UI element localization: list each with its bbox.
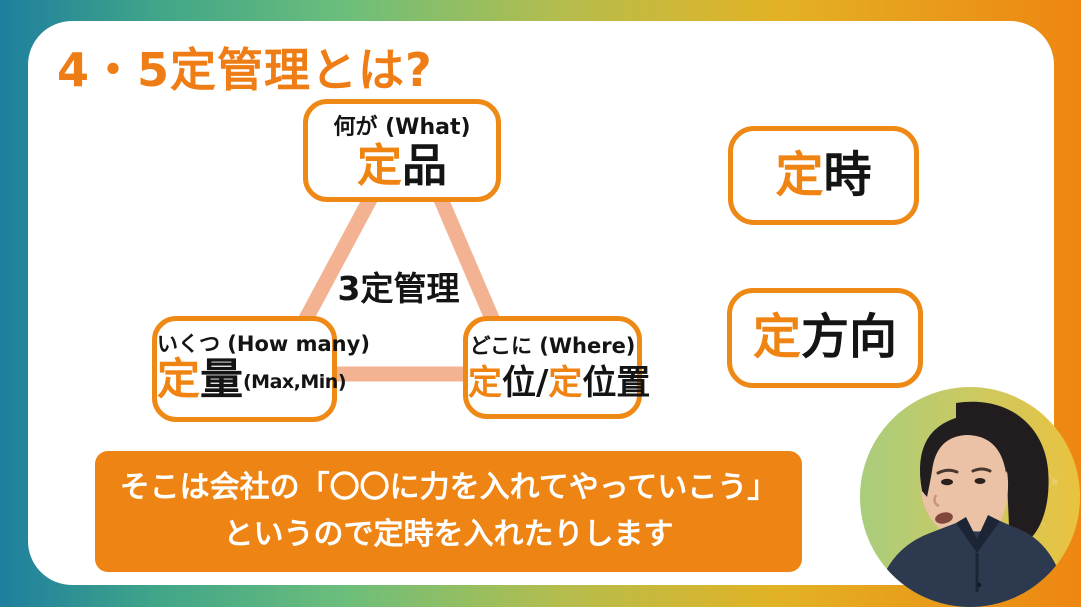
page-title: 4・5定管理とは? <box>57 43 433 97</box>
side-term-direction: 定方向 <box>752 309 898 366</box>
presenter-button <box>976 582 982 588</box>
node-what-box: 何が (What) 定品 <box>303 99 501 202</box>
triangle-center-label: 3定管理 <box>337 269 460 308</box>
subtitle-line-1: そこは会社の「〇〇に力を入れてやっていこう」 <box>119 470 778 505</box>
triangle-edge-right <box>430 187 504 333</box>
node-howmany-box: いくつ (How many) 定量(Max,Min) <box>152 316 370 422</box>
node-howmany-term: 定量(Max,Min) <box>157 355 347 406</box>
side-term-time: 定時 <box>775 146 872 203</box>
presenter-face-features <box>933 467 992 524</box>
node-howmany-note: (Max,Min) <box>243 371 347 394</box>
presenter-hair-front <box>919 414 1016 497</box>
node-where-box: どこに (Where) 定位/定位置 <box>463 316 651 419</box>
presenter-photo <box>860 387 1080 607</box>
triangle-edge-left <box>293 186 382 334</box>
node-where-question: どこに (Where) <box>469 334 636 358</box>
node-where-term: 定位/定位置 <box>468 363 651 404</box>
presenter-illustration <box>860 387 1080 607</box>
node-what-question: 何が (What) <box>333 115 471 140</box>
side-term-direction-box: 定方向 <box>727 288 923 388</box>
presenter-shirt <box>874 521 1068 607</box>
subtitle-caption: そこは会社の「〇〇に力を入れてやっていこう」 というので定時を入れたりします <box>95 451 802 572</box>
node-howmany-question: いくつ (How many) <box>157 332 370 356</box>
subtitle-line-2: というので定時を入れたりします <box>223 516 674 552</box>
node-what-term: 定品 <box>356 138 448 192</box>
presenter-collar <box>956 515 1000 553</box>
side-term-time-box: 定時 <box>728 126 919 225</box>
